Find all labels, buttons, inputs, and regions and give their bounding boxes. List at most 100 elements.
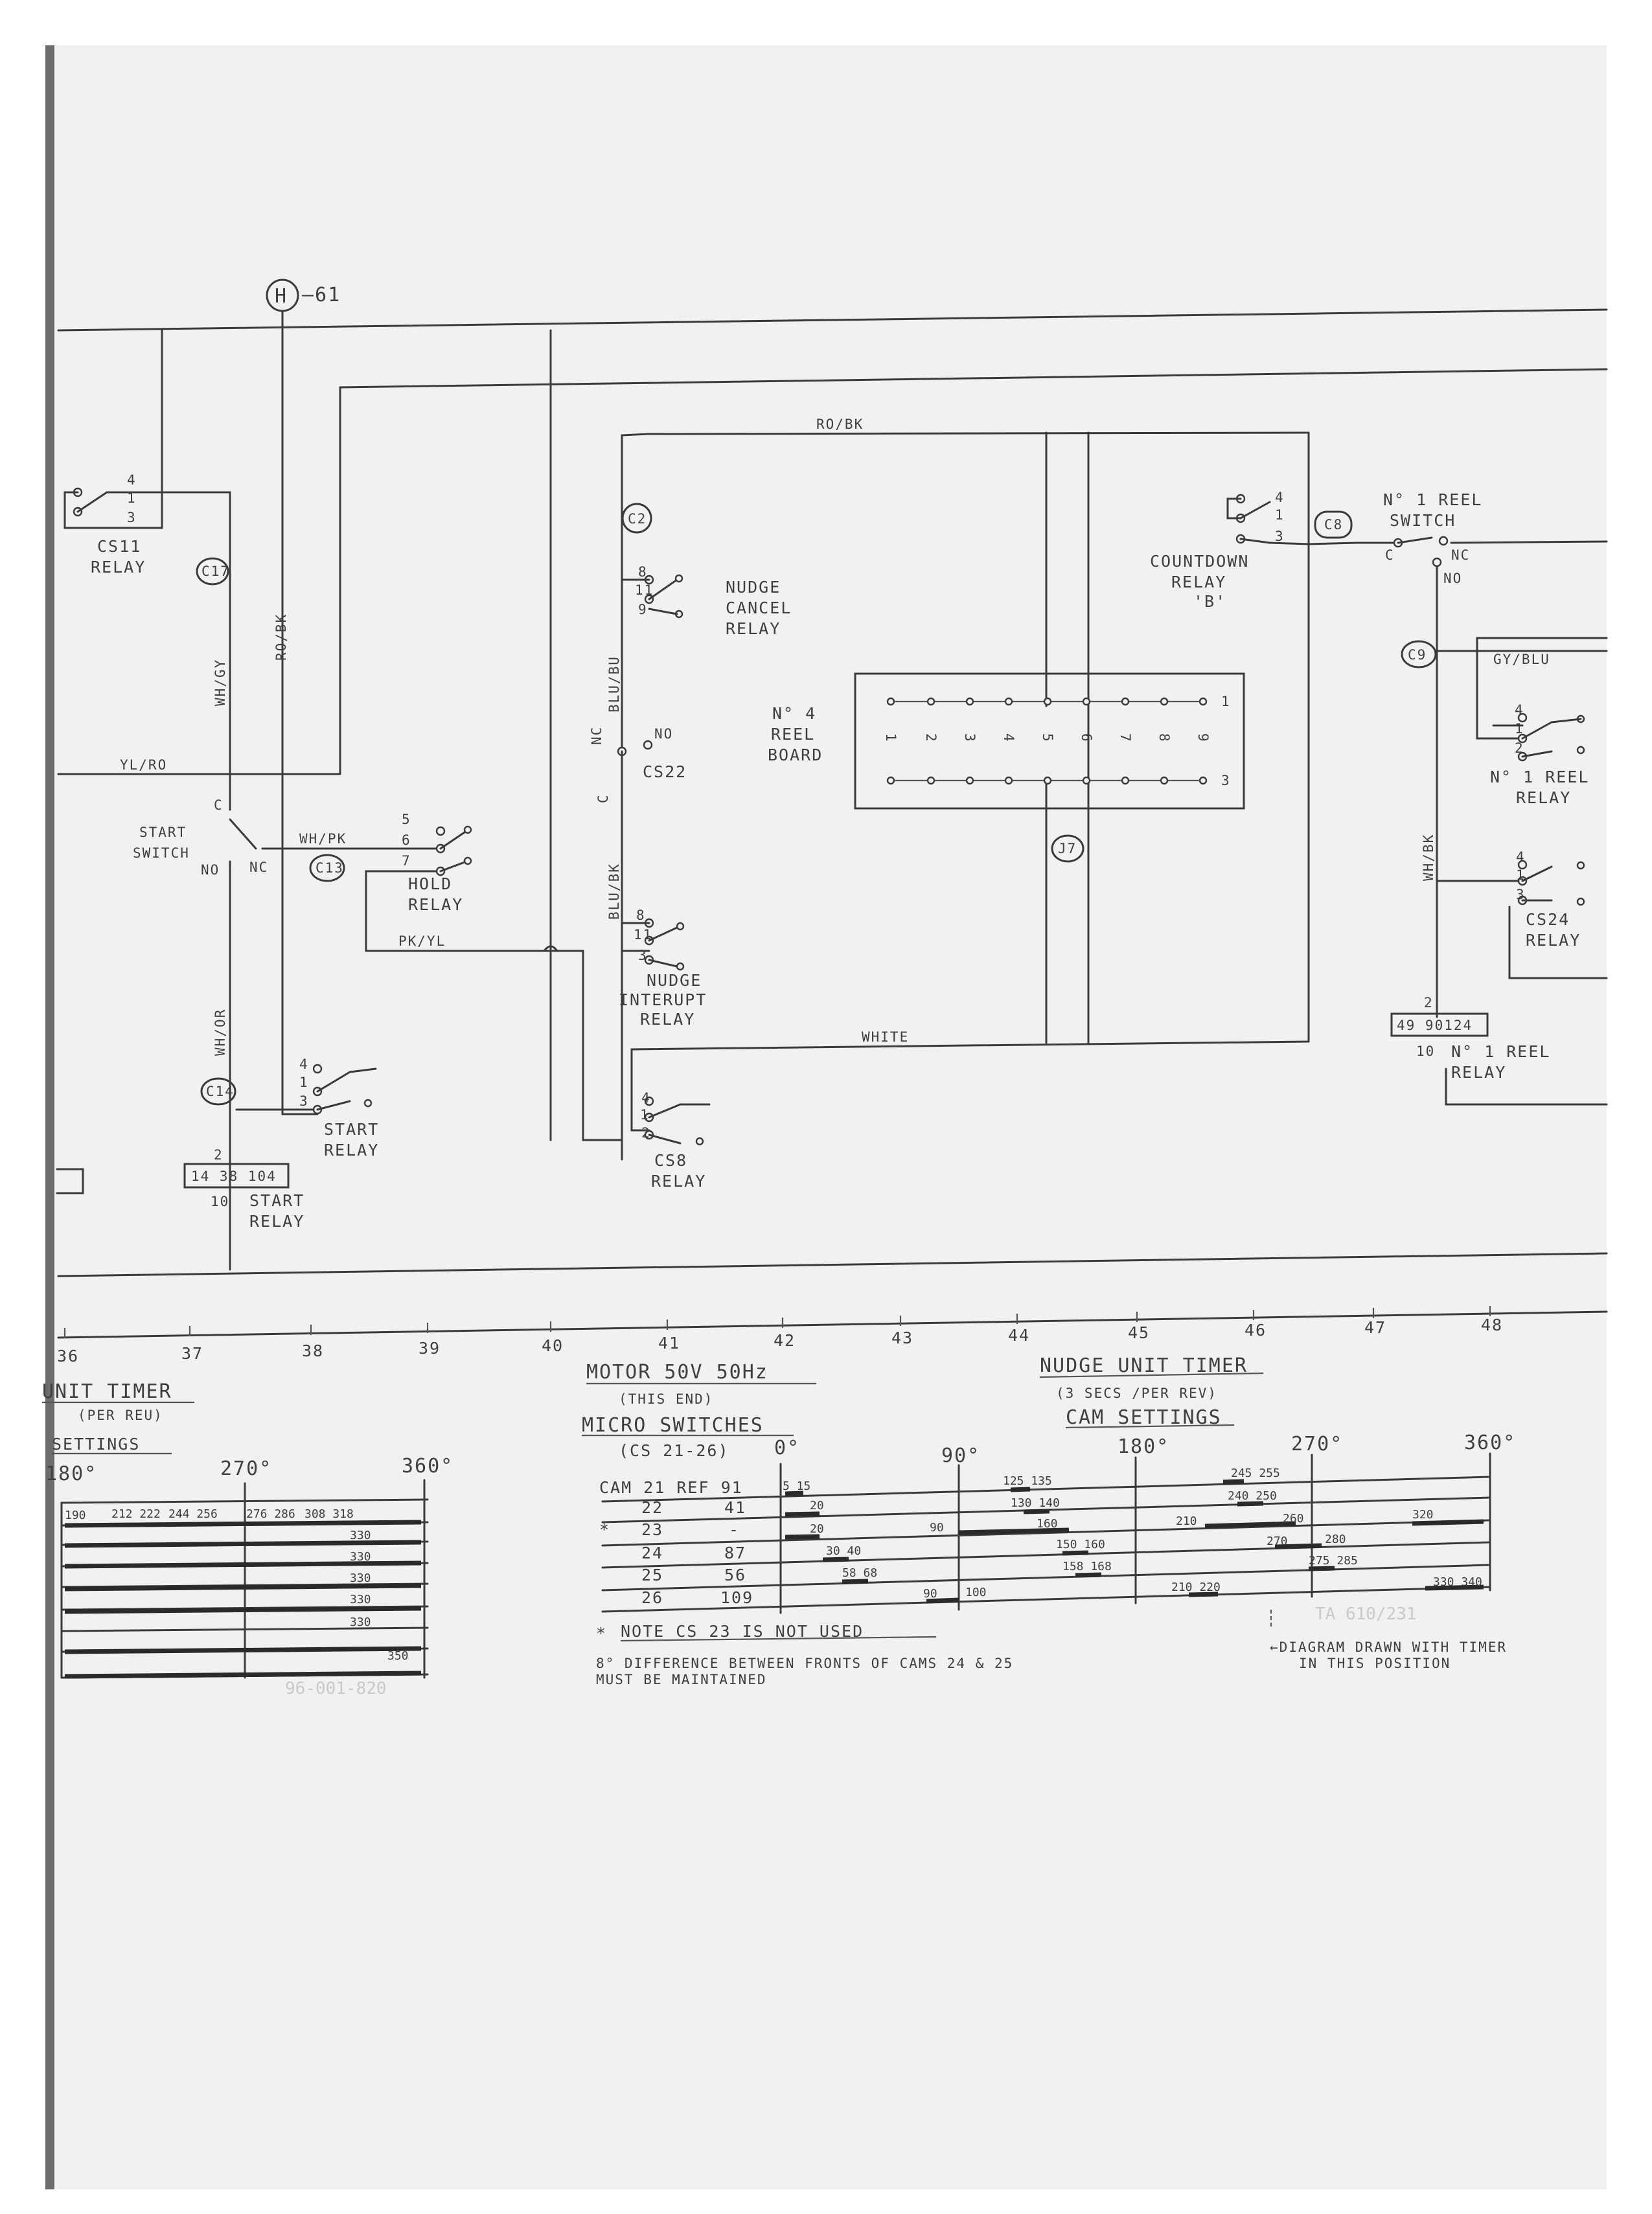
svg-text:CS11: CS11 [97,537,141,556]
svg-text:SWITCH: SWITCH [1390,511,1456,530]
svg-text:NC: NC [589,726,604,745]
svg-text:180°: 180° [45,1463,97,1485]
svg-text:1: 1 [1275,507,1285,523]
svg-text:30 40: 30 40 [826,1544,861,1558]
cam23-star: * [599,1520,610,1539]
svg-text:C9: C9 [1408,647,1427,663]
svg-text:NC: NC [1451,547,1470,563]
svg-text:275 285: 275 285 [1309,1554,1358,1568]
reel-switch: N° 1 REEL SWITCH C NC NO [1383,490,1482,586]
svg-text:350: 350 [387,1649,409,1663]
svg-text:270°: 270° [220,1457,272,1480]
svg-text:244 256: 244 256 [168,1507,218,1521]
svg-text:RELAY: RELAY [249,1212,304,1231]
col-43: 43 [891,1329,913,1347]
svg-text:RELAY: RELAY [1526,931,1581,950]
middle-section-wires [543,431,1310,1161]
svg-text:'B': 'B' [1193,592,1226,611]
svg-text:CS24: CS24 [1526,910,1570,929]
svg-text:START: START [324,1120,379,1139]
svg-text:COUNTDOWN: COUNTDOWN [1150,552,1249,571]
cam-table-values: 5 15 125 135 245 255 20 130 140 240 250 … [783,1466,1482,1601]
svg-text:RELAY: RELAY [324,1141,379,1159]
svg-text:1: 1 [883,733,899,743]
edge-bracket [56,1168,84,1194]
svg-text:CANCEL: CANCEL [726,599,792,617]
svg-text:MUST BE MAINTAINED: MUST BE MAINTAINED [596,1672,767,1687]
col-36: 36 [57,1347,79,1365]
svg-text:8: 8 [636,907,646,923]
svg-text:308 318: 308 318 [304,1507,354,1521]
hold-relay: 5 6 7 HOLD RELAY [402,812,472,914]
svg-text:360°: 360° [1464,1432,1516,1454]
svg-text:41: 41 [724,1498,746,1517]
svg-text:CS8: CS8 [654,1151,687,1170]
svg-text:240 250: 240 250 [1228,1489,1277,1503]
svg-text:IN THIS POSITION: IN THIS POSITION [1299,1656,1451,1671]
wire-ro-bk-top: RO/BK [816,417,864,432]
svg-text:4: 4 [299,1056,309,1072]
svg-text:RELAY: RELAY [1171,573,1226,591]
svg-text:NC: NC [249,860,268,875]
svg-text:130 140: 130 140 [1011,1496,1060,1510]
svg-text:4: 4 [1001,733,1016,743]
svg-text:WH/OR: WH/OR [212,1009,228,1056]
column-ticks [63,1306,1491,1338]
tag-c14: C14 [200,1077,236,1106]
svg-text:MICRO SWITCHES: MICRO SWITCHES [582,1414,764,1437]
svg-text:330: 330 [350,1529,371,1542]
cs8-relay: 4 1 2 CS8 RELAY [640,1090,711,1191]
svg-text:NO: NO [654,726,673,742]
svg-text:BLU/BK: BLU/BK [606,863,622,920]
svg-text:3: 3 [1221,773,1231,788]
svg-text:REEL: REEL [771,725,815,744]
svg-text:MOTOR 50V 50Hz: MOTOR 50V 50Hz [586,1361,768,1384]
svg-text:←DIAGRAM DRAWN WITH TIMER: ←DIAGRAM DRAWN WITH TIMER [1270,1639,1507,1655]
col-45: 45 [1128,1323,1150,1342]
svg-text:5 15: 5 15 [783,1479,810,1493]
svg-text:YL/RO: YL/RO [120,757,167,773]
reel-relay-contacts: 4 1 2 N° 1 REEL RELAY [1490,702,1588,807]
svg-text:START: START [139,825,187,840]
svg-text:90: 90 [930,1521,944,1535]
col-41: 41 [658,1334,680,1352]
start-switch: C START SWITCH NO NC [133,797,268,878]
svg-text:N° 1 REEL: N° 1 REEL [1383,490,1482,509]
svg-text:2: 2 [214,1147,224,1163]
nudge-interupt-relay: 8 11 3 NUDGE INTERUPT RELAY [619,907,706,1029]
svg-text:330: 330 [350,1550,371,1564]
svg-text:8: 8 [1156,733,1172,743]
binding-edge [45,45,54,2189]
svg-text:150 160: 150 160 [1056,1538,1105,1551]
svg-text:26: 26 [641,1588,663,1607]
col-37: 37 [181,1344,203,1363]
col-42: 42 [774,1331,796,1350]
svg-text:CS22: CS22 [643,762,687,781]
svg-text:330: 330 [350,1571,371,1585]
right-section-wires [1307,540,1608,1106]
svg-text:330 340: 330 340 [1433,1575,1482,1589]
svg-text:NO: NO [201,862,220,878]
unit-timer-values: 190 212 222 244 256 276 286 308 318 330 … [65,1507,409,1663]
svg-text:87: 87 [724,1544,746,1562]
svg-text:25: 25 [641,1566,663,1584]
svg-text:180°: 180° [1118,1435,1169,1458]
svg-text:280: 280 [1325,1533,1346,1546]
left-section-wires [57,329,1608,1271]
svg-text:CAM 21 REF 91: CAM 21 REF 91 [599,1478,743,1497]
svg-text:4: 4 [1275,490,1285,505]
svg-text:56: 56 [724,1566,746,1584]
svg-text:C: C [595,793,611,803]
svg-text:WH/PK: WH/PK [299,831,347,847]
svg-text:49 90124: 49 90124 [1397,1018,1473,1033]
svg-text:109: 109 [720,1588,753,1607]
svg-text:11: 11 [634,927,652,942]
svg-text:10: 10 [1416,1044,1435,1059]
column-numbers: 36 37 38 39 40 41 42 43 44 45 46 47 48 [57,1316,1502,1365]
svg-text:58 68: 58 68 [842,1566,877,1580]
connector-h-ref: —61 [302,284,341,306]
svg-text:(3 SECS /PER REV): (3 SECS /PER REV) [1056,1386,1217,1401]
svg-text:4: 4 [1515,702,1524,718]
svg-text:*: * [596,1624,607,1643]
